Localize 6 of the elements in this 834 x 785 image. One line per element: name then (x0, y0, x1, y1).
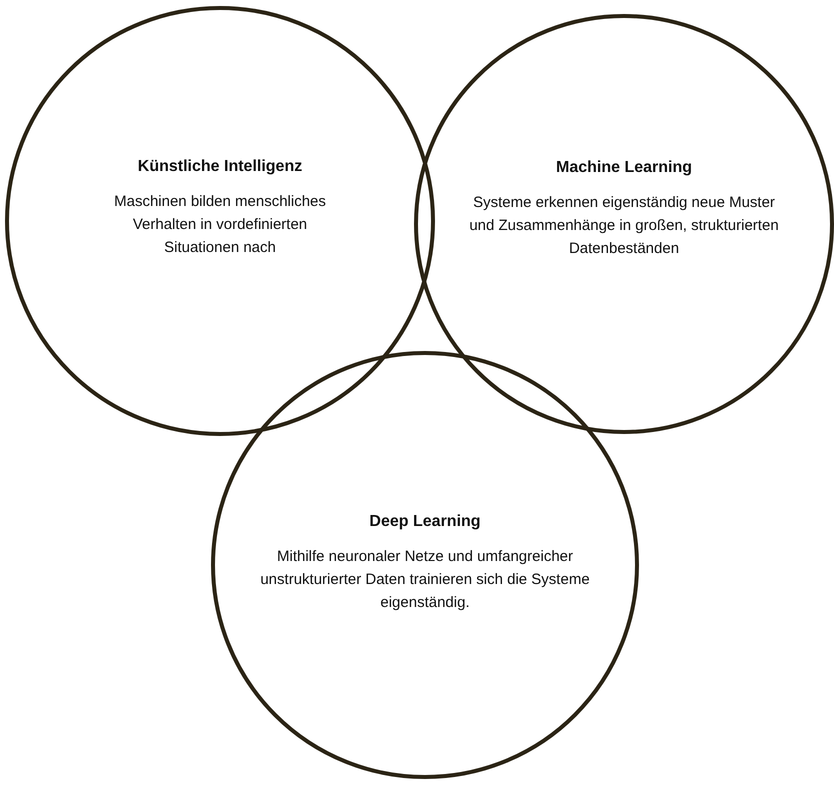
circle-description: Mithilfe neuronaler Netze und umfangreicher unstrukturierter Daten trainieren sich die Systeme eigenständig. (259, 547, 591, 613)
circle-description: Systeme erkennen eigenständig neue Muster und Zusammenhänge in großen, strukturierten Datenbeständen (468, 193, 780, 259)
circle-title: Deep Learning (369, 512, 481, 532)
circle-description: Maschinen bilden menschliches Verhalten in vordefinierten Situationen nach (113, 192, 327, 258)
circle-title: Machine Learning (556, 158, 692, 178)
circle-title: Künstliche Intelligenz (138, 157, 302, 177)
